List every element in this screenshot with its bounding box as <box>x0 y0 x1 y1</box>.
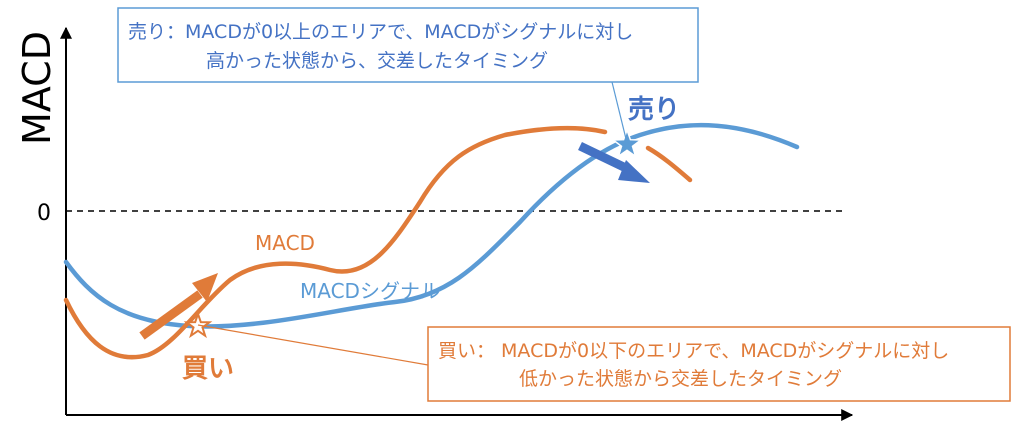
buy-callout-line2: 低かった状態から交差したタイミング <box>519 368 842 390</box>
buy-callout: 買い： MACDが0以下のエリアで、MACDがシグナルに対し 低かった状態から交… <box>427 326 1011 402</box>
sell-callout-line2: 高かった状態から、交差したタイミング <box>206 50 548 72</box>
sell-arrow <box>578 141 650 183</box>
buy-callout-line1: 買い： MACDが0以下のエリアで、MACDがシグナルに対し <box>438 340 949 362</box>
zero-label: 0 <box>37 201 51 226</box>
sell-callout: 売り：MACDが0以上のエリアで、MACDがシグナルに対し 高かった状態から、交… <box>117 7 699 83</box>
macd-line <box>63 125 608 360</box>
macd-line-tail <box>645 145 693 183</box>
buy-arrow <box>139 273 218 340</box>
buy-callout-box <box>427 326 1011 402</box>
sell-star-icon <box>611 127 643 159</box>
buy-callout-connector <box>197 324 429 366</box>
buy-star-icon <box>183 310 213 339</box>
sell-callout-connector <box>611 81 628 144</box>
macd-series-label: MACD <box>255 231 315 255</box>
axes: MACD 0 <box>15 26 854 421</box>
sell-label: 売り <box>628 95 680 125</box>
macd-signal-line <box>63 122 800 329</box>
buy-label: 買い <box>182 354 234 384</box>
signal-series-label: MACDシグナル <box>300 279 440 303</box>
sell-callout-line1: 売り：MACDが0以上のエリアで、MACDがシグナルに対し <box>128 21 633 43</box>
y-axis-label: MACD <box>15 31 59 145</box>
sell-callout-box <box>117 7 699 83</box>
